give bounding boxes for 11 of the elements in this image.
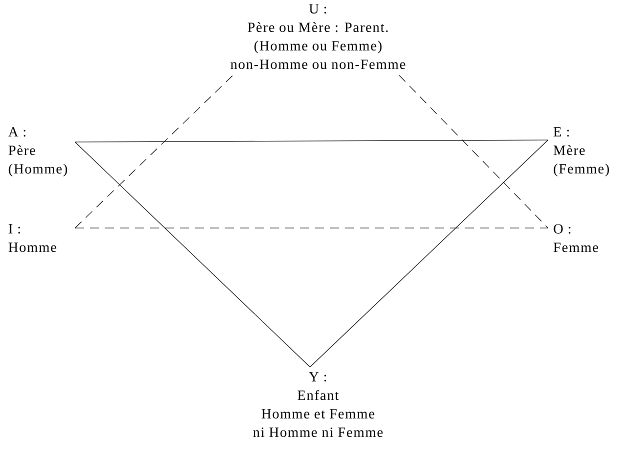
- text-label: U : Père ou Mère : Parent. (Homme ou Femme) non-Homme ou non-Femme: [230, 4, 406, 69]
- line: [74, 142, 310, 368]
- line: [74, 140, 548, 142]
- text-label: I : Homme: [8, 224, 56, 252]
- dashed-line: [398, 74, 548, 228]
- text-label: A : Père (Homme): [8, 127, 68, 176]
- text-label: Y : Enfant Homme et Femme ni Homme ni Femme: [253, 372, 383, 437]
- dashed-line: [74, 74, 234, 228]
- text-label: O : Femme: [554, 224, 598, 252]
- line: [310, 140, 548, 368]
- text-label: E : Mère (Femme): [554, 127, 609, 176]
